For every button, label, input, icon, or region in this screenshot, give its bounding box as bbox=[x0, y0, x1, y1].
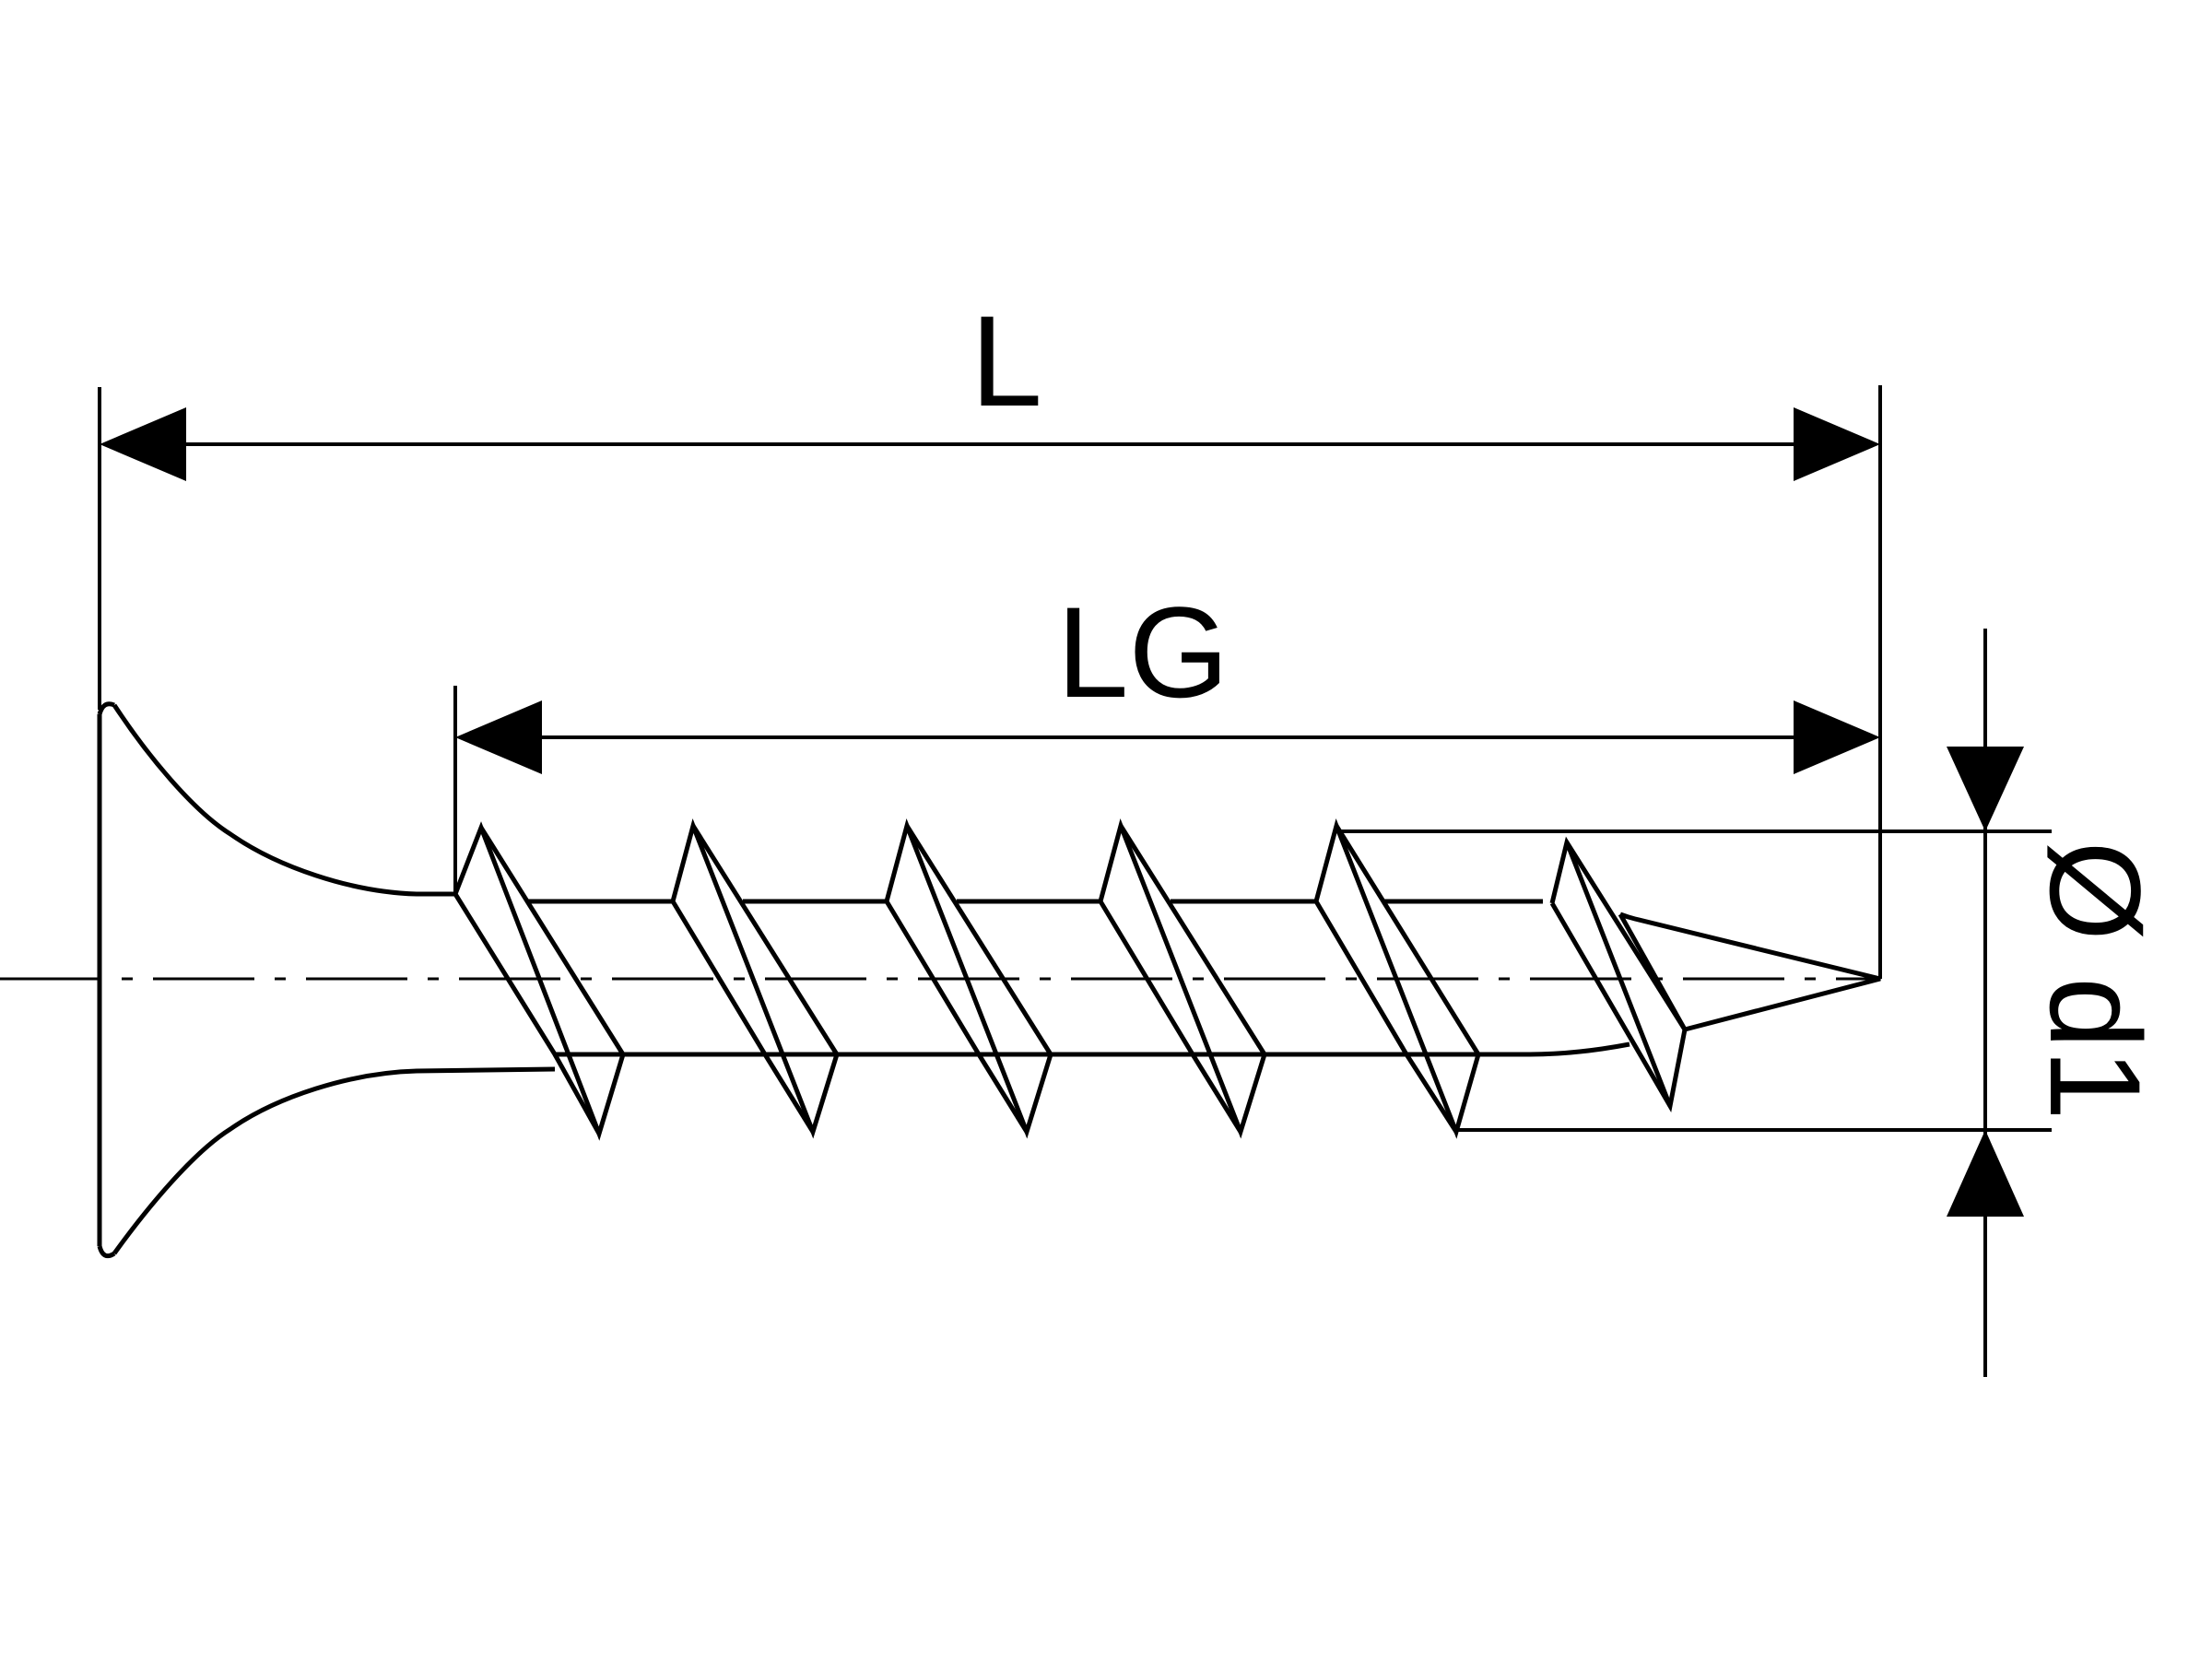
arrow-left-icon bbox=[100, 407, 186, 481]
arrow-down-icon bbox=[1947, 747, 2024, 831]
thread-length-label: LG bbox=[1057, 580, 1230, 724]
arrow-up-icon bbox=[1947, 1130, 2024, 1217]
dimension-length: L bbox=[98, 288, 1882, 979]
diameter-label: Ø d1 bbox=[2023, 841, 2168, 1121]
dimension-diameter: Ø d1 bbox=[1336, 629, 2168, 1377]
screw-thread bbox=[453, 818, 1688, 1141]
arrow-right-icon bbox=[1794, 700, 1880, 774]
arrow-right-icon bbox=[1794, 407, 1880, 481]
dimension-thread-length: LG bbox=[453, 580, 1880, 894]
screw-head bbox=[97, 701, 556, 1259]
length-label: L bbox=[971, 288, 1042, 433]
arrow-left-icon bbox=[455, 700, 542, 774]
